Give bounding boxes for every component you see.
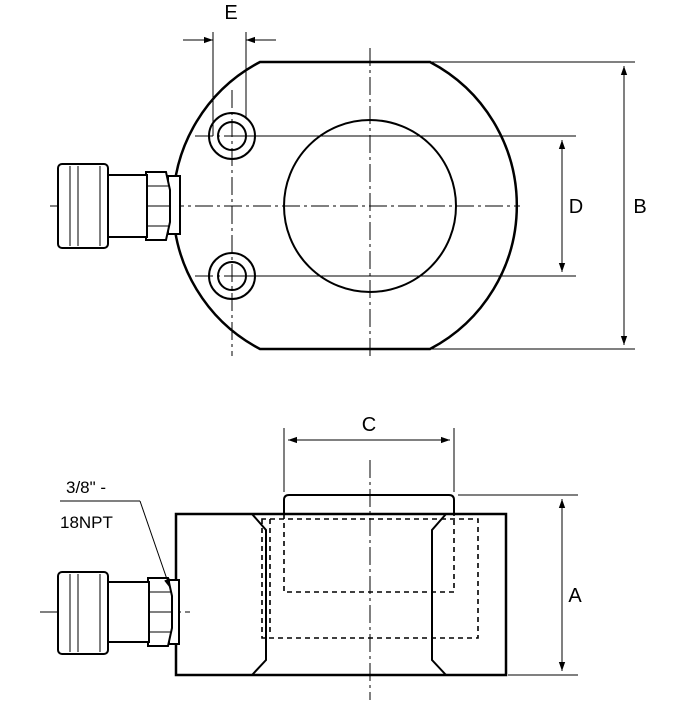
dimension-c-label: C <box>362 414 376 436</box>
side-view-body <box>174 512 508 677</box>
port-thread-label-line2: 18NPT <box>60 513 113 532</box>
dimension-a: A <box>458 494 582 676</box>
dimension-b-label: B <box>633 196 646 218</box>
top-view: E D B <box>50 2 647 356</box>
dimension-b: B <box>432 61 647 350</box>
dimension-d: D <box>238 135 583 277</box>
dimension-a-label: A <box>568 585 582 607</box>
port-thread-callout: 3/8" - 18NPT <box>60 478 171 589</box>
side-view: C A 3/8" - 18NPT <box>40 414 582 700</box>
side-view-right-chamfer <box>431 513 447 676</box>
side-view-hidden-lines <box>261 514 479 639</box>
side-view-coupler <box>57 571 180 655</box>
dimension-c: C <box>283 414 455 492</box>
side-view-plunger <box>283 494 455 514</box>
side-view-left-chamfer <box>251 513 267 676</box>
dimension-e: E <box>183 2 276 136</box>
port-thread-label-line1: 3/8" - <box>66 478 106 497</box>
dimension-e-label: E <box>224 2 237 24</box>
dimension-d-label: D <box>569 196 583 218</box>
top-view-coupler <box>57 163 181 249</box>
